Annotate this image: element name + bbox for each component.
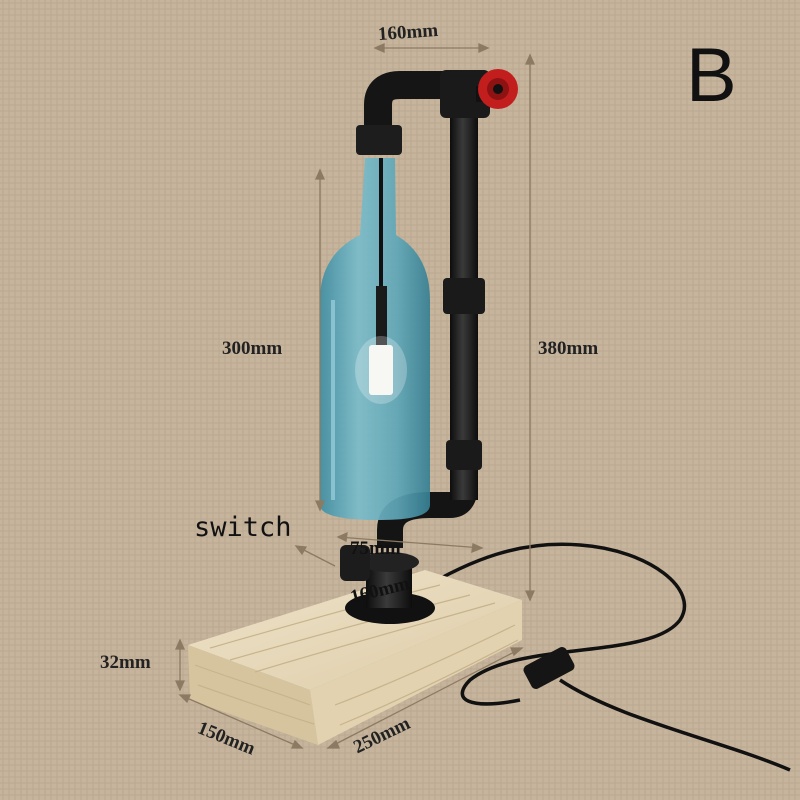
top-width-label: 160mm: [377, 19, 439, 46]
bottle-height-label: 300mm: [222, 338, 283, 359]
variant-letter: B: [686, 33, 737, 118]
tee-fitting: [440, 70, 490, 118]
base-height-label: 32mm: [100, 652, 151, 673]
bottle-cap-fitting: [356, 125, 402, 155]
wood-base: [188, 570, 522, 745]
switch-knob: [340, 545, 370, 581]
valve-handle: [476, 69, 518, 109]
led-bulb: [369, 345, 393, 395]
switch-label: switch: [194, 512, 292, 543]
glass-bottle: [320, 158, 430, 520]
top-elbow: [364, 71, 470, 150]
power-cord: [419, 542, 687, 706]
power-cord-end: [559, 678, 791, 772]
inline-switch: [523, 647, 575, 689]
pipe-coupling: [443, 278, 485, 314]
dimension-lines: [174, 42, 536, 749]
total-height-label: 380mm: [538, 338, 599, 359]
base-pipe-width-label: 75mm: [350, 538, 401, 559]
